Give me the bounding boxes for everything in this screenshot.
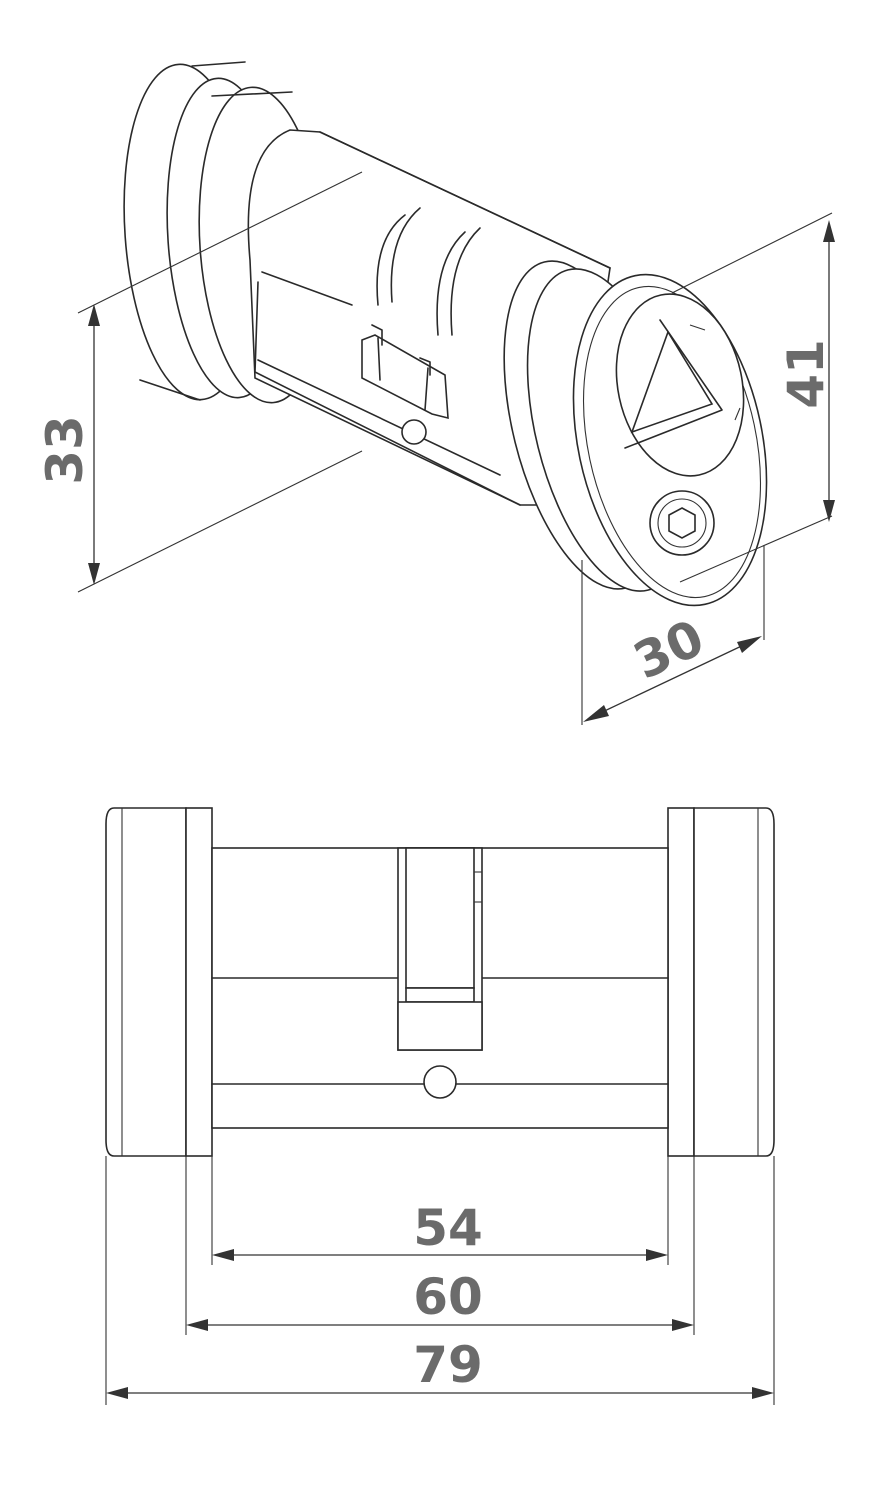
dimension-label-30: 30 (625, 609, 713, 691)
dimension-60: 60 (185, 1156, 695, 1335)
dimension-label-79: 79 (413, 1336, 483, 1394)
dimension-79: 79 (105, 1156, 775, 1405)
left-knob (105, 807, 213, 1157)
side-view: 54 60 79 (105, 807, 775, 1405)
dimension-label-60: 60 (413, 1268, 483, 1326)
cylinder-body-side (211, 847, 669, 1129)
dimension-33: 33 (36, 171, 363, 593)
dimension-41: 41 (671, 212, 835, 583)
right-knob (667, 807, 775, 1157)
dimension-label-54: 54 (413, 1199, 483, 1257)
isometric-view: 33 41 30 (36, 61, 835, 725)
dimension-54: 54 (211, 1156, 669, 1265)
dimension-label-41: 41 (777, 339, 835, 409)
dimension-label-33: 33 (36, 415, 94, 485)
front-knob (503, 260, 768, 607)
